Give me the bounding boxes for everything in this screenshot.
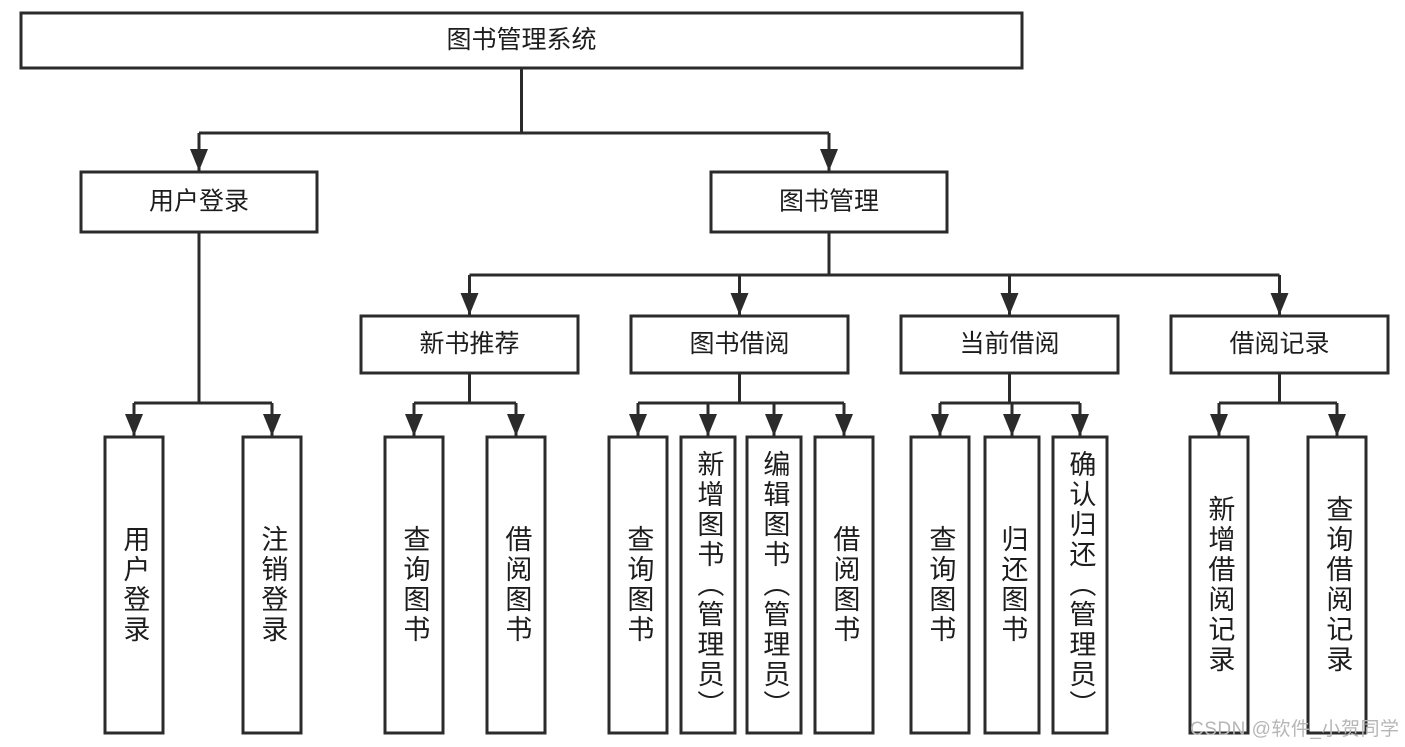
arrow-head-icon-to-当前借阅 [1000,293,1019,315]
node-level3-借阅记录[interactable] [1169,314,1390,375]
arrow-head-icon-to-图书借阅 [730,293,749,315]
node-level3-新书推荐[interactable] [359,314,580,375]
arrow-head-icon-to-新书推荐 [460,293,479,315]
node-label-level3-新书推荐: 新书推荐 [419,330,519,358]
node-leaf-查询图书-8[interactable] [909,435,971,735]
node-leaf-查询图书-2[interactable] [383,435,445,735]
arrow-head-icon-leaf-归还图书 [1003,414,1021,436]
arrow-head-icon-leaf-查询借阅记录 [1328,414,1346,436]
node-leaf-查询图书-4[interactable] [607,435,669,735]
node-leaf-编辑图书管理员-6[interactable] [745,435,803,735]
node-level2-图书管理[interactable] [709,170,949,234]
arrow-head-icon-leaf-新增图书管理员 [699,414,717,436]
node-level2-用户登录[interactable] [79,170,319,234]
arrow-head-icon-to-用户登录 [190,149,208,171]
node-leaf-新增借阅记录-11[interactable] [1188,435,1250,735]
node-leaf-查询借阅记录-12[interactable] [1306,435,1368,735]
node-label-level3-当前借阅: 当前借阅 [959,330,1059,358]
arrow-head-icon-leaf-查询图书 [405,414,423,436]
arrow-head-icon-leaf-用户登录 [125,414,143,436]
node-label-level2-图书管理: 图书管理 [779,188,879,216]
arrow-head-icon-leaf-注销登录 [263,414,281,436]
node-leaf-借阅图书-3[interactable] [485,435,547,735]
arrow-head-icon-leaf-借阅图书 [507,414,525,436]
node-label-root: 图书管理系统 [446,26,596,54]
node-root-图书管理系统[interactable] [19,11,1024,70]
node-leaf-归还图书-9[interactable] [983,435,1041,735]
connectors-layer [125,68,1346,436]
arrow-head-icon-leaf-确认归还管理员 [1071,414,1089,436]
arrow-head-icon-to-借阅记录 [1270,293,1289,315]
arrow-head-icon-leaf-编辑图书管理员 [765,414,783,436]
node-label-level2-用户登录: 用户登录 [149,188,249,216]
node-level3-当前借阅[interactable] [899,314,1120,375]
arrow-head-icon-to-图书管理 [820,149,838,171]
node-label-level3-图书借阅: 图书借阅 [689,330,789,358]
node-leaf-用户登录-0[interactable] [103,435,165,735]
node-level3-图书借阅[interactable] [629,314,850,375]
node-leaf-注销登录-1[interactable] [241,435,303,735]
arrow-head-icon-leaf-查询图书 [629,414,647,436]
boxes-layer [19,11,1390,735]
arrow-head-icon-leaf-查询图书 [931,414,949,436]
arrow-head-icon-leaf-借阅图书 [835,414,853,436]
node-leaf-新增图书管理员-5[interactable] [679,435,737,735]
node-leaf-确认归还管理员-10[interactable] [1051,435,1109,735]
watermark-credit: CSDN @软件_小贺同学 [1190,719,1400,740]
node-leaf-借阅图书-7[interactable] [813,435,875,735]
node-label-level3-借阅记录: 借阅记录 [1229,330,1329,358]
arrow-head-icon-leaf-新增借阅记录 [1210,414,1228,436]
